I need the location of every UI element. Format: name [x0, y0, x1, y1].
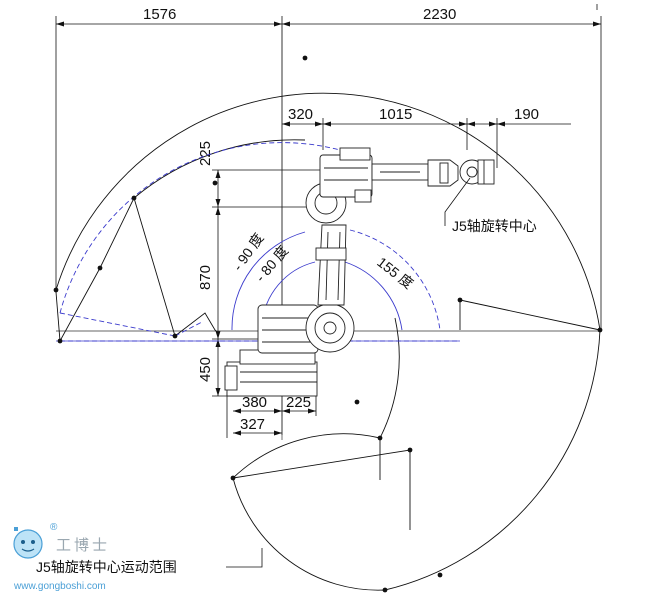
j5-leader — [444, 177, 471, 226]
j5-center-label: J5轴旋转中心 — [452, 218, 537, 234]
dim-190: 190 — [514, 106, 539, 123]
j5-range-label: J5轴旋转中心运动范围 — [36, 559, 177, 575]
j5-range-leader — [226, 548, 263, 568]
dim-320: 320 — [288, 106, 313, 123]
dim-2230: 2230 — [423, 6, 456, 23]
watermark-brand: 工博士 — [56, 536, 110, 554]
reach-envelope — [55, 92, 601, 591]
dim-380: 380 — [242, 394, 267, 411]
dim-870: 870 — [197, 265, 214, 290]
vertical-dimension-arrows — [215, 170, 221, 396]
bottom-dimension-lines — [226, 392, 317, 438]
watermark-reg: ® — [50, 522, 58, 533]
robot-body — [224, 147, 495, 397]
reach-points — [53, 55, 603, 593]
dim-225-bottom: 225 — [286, 394, 311, 411]
dim-450: 450 — [197, 357, 214, 382]
watermark-logo — [13, 527, 43, 559]
dim-1576: 1576 — [143, 6, 176, 23]
watermark-url: www.gongboshi.com — [13, 581, 106, 592]
angle-155-label: 155 度 — [374, 254, 416, 292]
dim-327: 327 — [240, 416, 265, 433]
top-dimension-arrows — [56, 21, 601, 127]
bottom-dimension-arrows — [233, 408, 316, 436]
dim-1015: 1015 — [379, 106, 412, 123]
dim-225-top: 225 — [197, 141, 214, 166]
